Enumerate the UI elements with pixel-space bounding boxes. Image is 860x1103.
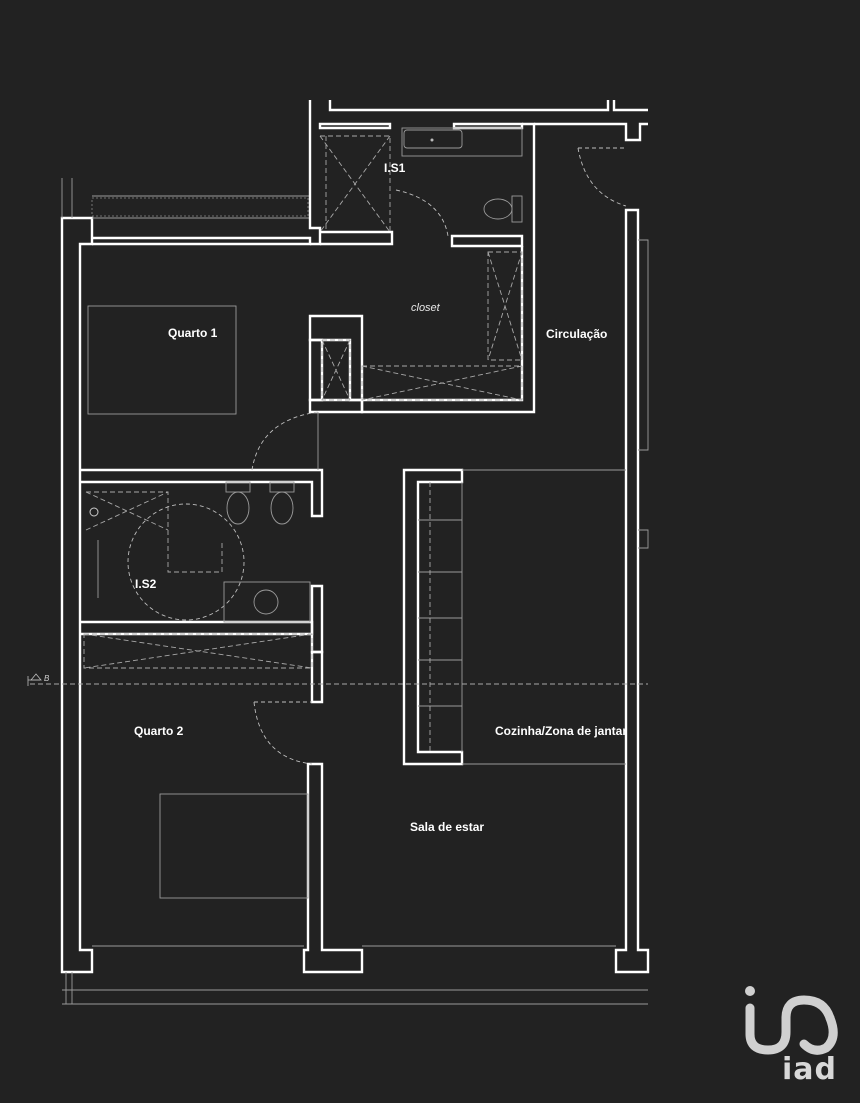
room-label-cozinha: Cozinha/Zona de jantar: [495, 724, 627, 738]
room-label-circulacao: Circulação: [546, 327, 607, 341]
room-label-closet: closet: [411, 302, 441, 314]
room-label-sala: Sala de estar: [410, 820, 484, 834]
section-marker: B: [27, 673, 50, 686]
room-label-quarto1: Quarto 1: [168, 326, 218, 340]
room-label-is2: I.S2: [135, 577, 157, 591]
room-label-quarto2: Quarto 2: [134, 724, 184, 738]
fixtures: [30, 127, 649, 899]
brand-logo: [745, 986, 838, 1055]
room-label-is1: I.S1: [384, 161, 406, 175]
section-marker-label: B: [44, 674, 50, 683]
walls: [60, 100, 650, 1005]
brand-name: iad: [782, 1052, 838, 1087]
